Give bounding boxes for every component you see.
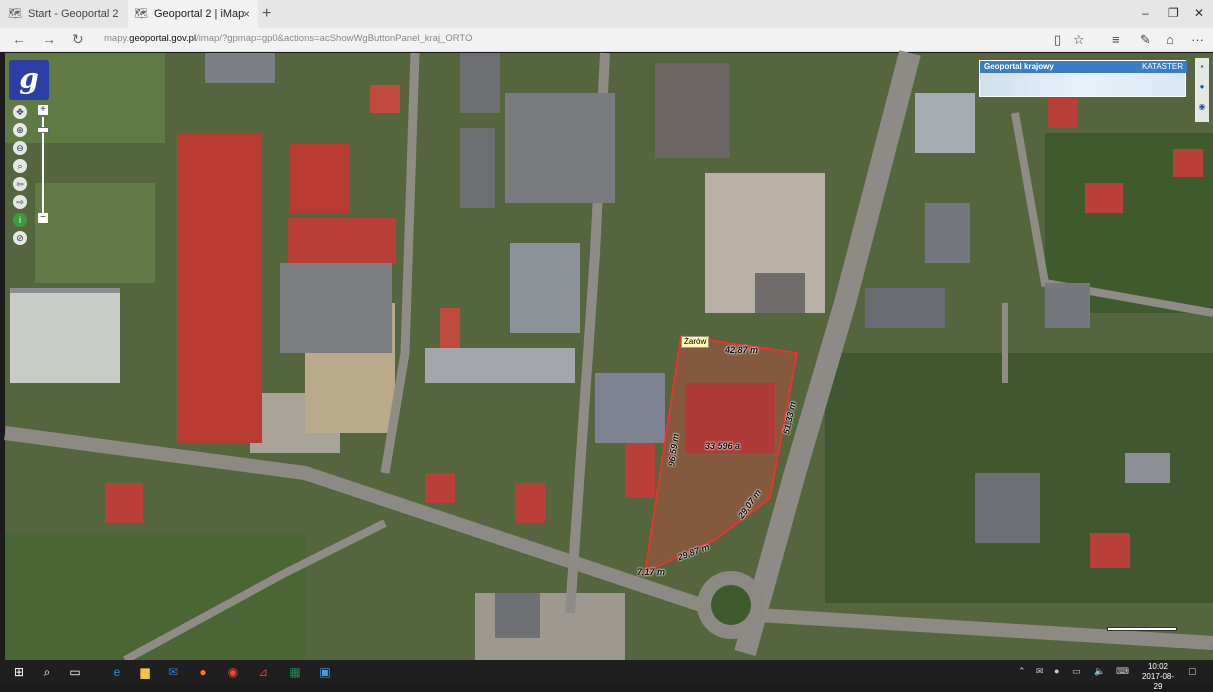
notifications-icon[interactable]: ▢ [1188, 666, 1197, 676]
hub-icon[interactable]: ≡ [1112, 32, 1120, 47]
acrobat-icon[interactable]: ⊿ [257, 665, 269, 679]
web-note-icon[interactable]: ✎ [1140, 32, 1151, 47]
geoportal-favicon-icon: 🗺 [8, 8, 22, 20]
settings-icon[interactable]: ▪ [1200, 62, 1204, 71]
tab-label: Start - Geoportal 2 [28, 8, 119, 20]
zoom-in-icon[interactable]: ⊕ [13, 123, 27, 137]
file-explorer-icon[interactable]: ▆ [140, 665, 150, 679]
share-icon[interactable]: ⌂ [1166, 32, 1174, 47]
overview-header: Geoportal krajowy KATASTER [980, 61, 1187, 73]
zoom-minus-button[interactable]: − [38, 213, 48, 223]
edge-browser-icon[interactable]: e [113, 665, 121, 679]
close-tab-icon[interactable]: × [242, 7, 250, 21]
info-icon[interactable]: i [13, 213, 27, 227]
chrome-icon[interactable]: ◉ [227, 665, 239, 679]
zoom-out-icon[interactable]: ⊖ [13, 141, 27, 155]
minimize-button[interactable]: – [1142, 6, 1149, 20]
favorite-star-icon[interactable]: ☆ [1073, 32, 1085, 47]
chrome-tray-icon[interactable]: ● [1054, 666, 1060, 676]
pan-icon[interactable]: ✥ [13, 105, 27, 119]
task-view-icon[interactable]: ▭ [69, 665, 81, 679]
address-bar: ← → ↻ mapy.geoportal.gov.pl/imap/?gpmap=… [0, 28, 1213, 52]
more-icon[interactable]: ··· [1191, 32, 1204, 47]
orthophoto-map [4, 50, 1213, 664]
clock-time: 10:02 [1147, 662, 1169, 671]
geoportal-favicon-icon: 🗺 [134, 8, 148, 20]
restore-button[interactable]: ❐ [1168, 6, 1179, 20]
excel-icon[interactable]: ▦ [289, 665, 301, 679]
parcel-area-label: 33 596 a [705, 441, 741, 451]
clock-date: 2017-08-29 [1141, 672, 1175, 691]
geoportal-logo[interactable]: g [9, 60, 49, 100]
network-icon[interactable]: ▭ [1072, 666, 1081, 676]
windows-start-icon[interactable]: ⊞ [13, 665, 25, 679]
search-icon[interactable]: ⌕ [43, 665, 51, 679]
map-viewport[interactable]: Żarów 42,87 m 51,33 m 29,07 m 29,87 m 7,… [4, 50, 1213, 664]
place-label: Żarów [681, 336, 710, 348]
url-field[interactable]: mapy.geoportal.gov.pl/imap/?gpmap=gp0&ac… [104, 33, 472, 44]
parcel-edge-top: 42,87 m [725, 345, 759, 355]
url-domain: geoportal.gov.pl [129, 33, 197, 44]
zoom-toolbar: ✥ ⊕ ⊖ ⌕ ⇦ ⇨ i ⊘ + − [13, 105, 49, 245]
taskbar: ⊞ ⌕ ▭ e ▆ ✉ ● ◉ ⊿ ▦ ▣ [0, 660, 1213, 684]
url-prefix: mapy. [104, 33, 130, 44]
tab-start-geoportal[interactable]: 🗺 Start - Geoportal 2 [8, 0, 128, 28]
right-toolbar: ▪ ● ◉ [1195, 58, 1209, 122]
close-window-button[interactable]: ✕ [1194, 6, 1205, 20]
mail-icon[interactable]: ✉ [1036, 666, 1044, 676]
next-view-icon[interactable]: ⇨ [13, 195, 27, 209]
taskbar-clock[interactable]: 10:02 2017-08-29 [1138, 662, 1178, 692]
volume-icon[interactable]: 🔈 [1094, 666, 1106, 676]
photos-icon[interactable]: ▣ [319, 665, 331, 679]
clear-icon[interactable]: ⊘ [13, 231, 27, 245]
keyboard-icon[interactable]: ⌨ [1116, 666, 1129, 676]
zoom-slider-track[interactable] [42, 117, 44, 213]
reading-view-icon[interactable]: ▯ [1054, 32, 1062, 47]
tab-strip: 🗺 Start - Geoportal 2 🗺 Geoportal 2 | iM… [0, 0, 1213, 28]
scale-bar [1107, 627, 1177, 631]
kataster-layer-button[interactable]: KATASTER [1141, 62, 1183, 71]
firefox-icon[interactable]: ● [199, 665, 207, 679]
layers-icon[interactable]: ● [1199, 82, 1205, 91]
parcel-polygon[interactable] [643, 335, 798, 574]
tab-geoportal-imap[interactable]: 🗺 Geoportal 2 | iMap × [128, 0, 258, 28]
overview-title: Geoportal krajowy [984, 62, 1054, 71]
previous-view-icon[interactable]: ⇦ [13, 177, 27, 191]
overview-map[interactable]: Geoportal krajowy KATASTER [979, 60, 1187, 97]
tab-label: Geoportal 2 | iMap [154, 8, 245, 20]
new-tab-button[interactable]: + [262, 5, 272, 22]
zoom-slider-handle[interactable] [37, 127, 49, 133]
outlook-icon[interactable]: ✉ [167, 665, 179, 679]
url-path: /imap/?gpmap=gp0&actions=acShowWgButtonP… [196, 33, 473, 44]
parcel-edge-bottom-left: 7,17 m [637, 567, 666, 577]
eye-icon[interactable]: ◉ [1198, 102, 1206, 111]
zoom-plus-button[interactable]: + [38, 105, 48, 115]
show-hidden-icons-icon[interactable]: ⌃ [1018, 666, 1026, 676]
back-button[interactable]: ← [12, 31, 26, 47]
refresh-button[interactable]: ↻ [72, 31, 84, 47]
forward-button[interactable]: → [42, 31, 56, 47]
zoom-box-icon[interactable]: ⌕ [13, 159, 27, 173]
